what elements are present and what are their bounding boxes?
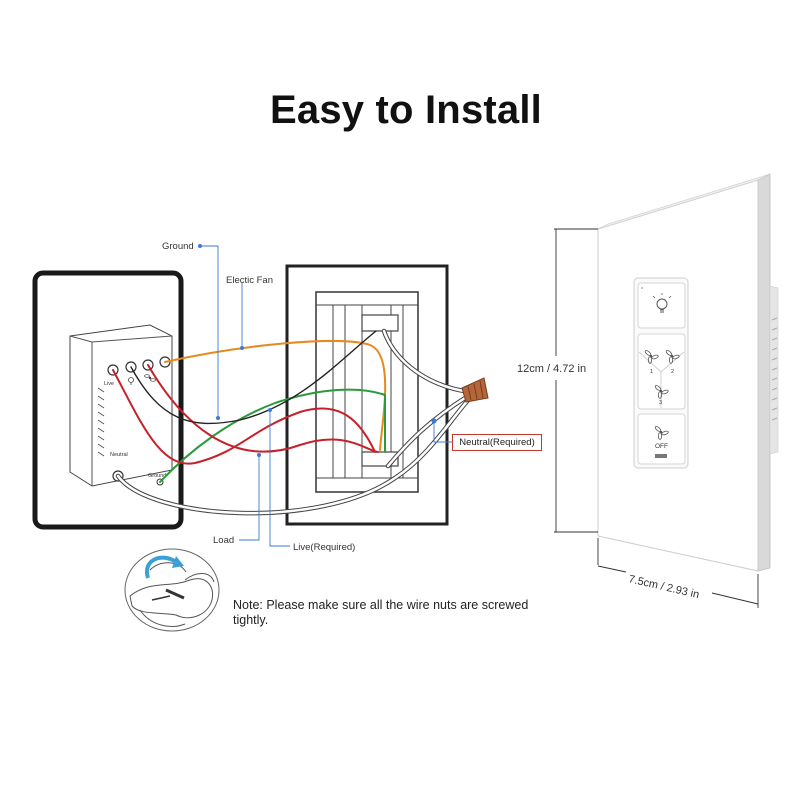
fan-icon [665, 350, 680, 364]
wire-nut [461, 377, 489, 403]
fan-speed-3-button[interactable]: 3 [654, 385, 669, 406]
black-wire [130, 330, 377, 425]
leader-lines [198, 244, 452, 547]
fan-icon [144, 374, 156, 382]
fan-speed-1-button[interactable]: 1 [644, 350, 659, 375]
fan-speed-1-label: 1 [650, 369, 653, 375]
hand-twist-illustration [124, 548, 220, 632]
switch-body [69, 324, 173, 487]
wall-plate-left: Live Neutral Ground [32, 270, 184, 530]
label-live-required: Live(Required) [293, 542, 355, 553]
fan-speed-3-label: 3 [659, 400, 662, 406]
label-electric-fan: Electic Fan [226, 275, 273, 286]
junction-box [285, 264, 449, 526]
terminal-live-label: Live [104, 381, 114, 387]
terminal-neutral-label: Neutral [110, 452, 128, 458]
dimension-width-label: 7.5cm / 2.93 in [627, 573, 700, 601]
install-note: Note: Please make sure all the wire nuts… [233, 598, 529, 627]
light-button[interactable] [637, 282, 686, 329]
light-bulb-icon [652, 293, 672, 313]
fan-icon [654, 426, 669, 440]
terminal-ground-label: Ground [148, 473, 166, 479]
neutral-wire [116, 396, 472, 515]
twist-arrow-icon [144, 555, 178, 579]
page-title: Easy to Install [270, 88, 542, 132]
dimension-lines [554, 228, 759, 608]
fan-icon [654, 385, 669, 399]
fan-off-button[interactable] [637, 413, 686, 465]
red-wire-live [112, 369, 376, 465]
status-indicator [655, 454, 667, 458]
fan-speed-2-button[interactable]: 2 [665, 350, 680, 375]
light-bulb-icon [128, 377, 134, 385]
label-load: Load [213, 535, 234, 546]
fan-off-label: OFF [655, 443, 668, 450]
label-neutral-required: Neutral(Required) [452, 434, 542, 451]
dimension-height-label: 12cm / 4.72 in [517, 363, 586, 375]
fan-icon [644, 350, 659, 364]
wires [112, 328, 473, 516]
label-ground: Ground [162, 241, 194, 252]
wall-switch-3d: 1 2 3 [597, 173, 779, 572]
orange-wire [164, 340, 387, 451]
green-wire [159, 388, 386, 483]
red-wire-load [147, 364, 379, 453]
fan-connector-top [361, 314, 399, 332]
fan-speed-2-label: 2 [671, 369, 674, 375]
